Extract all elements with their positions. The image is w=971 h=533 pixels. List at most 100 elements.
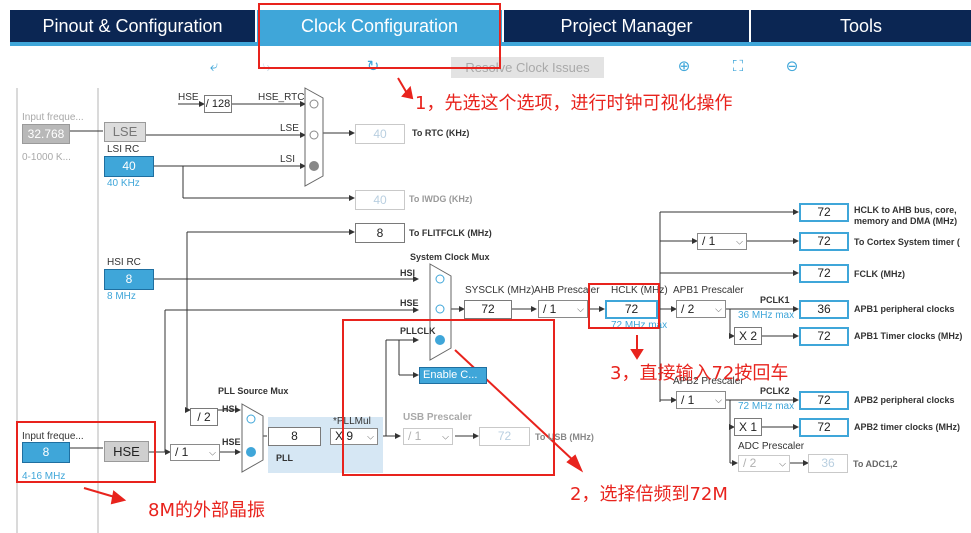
ahb-prescaler-value: / 1 — [543, 302, 557, 316]
apb2-prescaler-label: APB2 Prescaler — [673, 376, 744, 387]
rtc-mux-lsi-label: LSI — [280, 154, 296, 165]
iwdg-clock-value: 40 — [355, 190, 405, 210]
annotation-box-hse — [16, 421, 156, 483]
lse-input-value[interactable]: 32.768 — [22, 124, 70, 144]
hsi-rc-unit: 8 MHz — [107, 291, 136, 302]
pll-source-mux-title: PLL Source Mux — [218, 386, 289, 396]
tab-project-manager[interactable]: Project Manager — [560, 16, 693, 36]
rtc-clock-value: 40 — [355, 124, 405, 144]
hse-rtc-source-label: HSE — [178, 92, 199, 103]
chevron-down-icon: ⌵ — [209, 447, 216, 457]
apb1-peripheral-output-value: 36 — [799, 300, 849, 319]
tab-separator — [255, 10, 257, 42]
hse-prediv-select[interactable]: / 1 ⌵ — [170, 444, 220, 461]
apb1-prescaler-value: / 2 — [681, 302, 695, 316]
lsi-rc-value: 40 — [104, 156, 154, 177]
usb-prescaler-label: USB Prescaler — [403, 412, 472, 423]
undo-icon[interactable]: ⤶ — [209, 58, 219, 75]
pll-mul-label: *PLLMul — [333, 416, 371, 427]
tab-underline — [10, 42, 971, 46]
hclk-ahb-output-label-line2: memory and DMA (MHz) — [854, 216, 958, 226]
pll-mux-hse-label: HSE — [222, 437, 241, 447]
apb2-timer-output-value: 72 — [799, 418, 849, 437]
usb-clock-value: 72 — [479, 427, 530, 446]
chevron-down-icon: ⌵ — [367, 431, 374, 441]
tab-bar: Pinout & Configuration Clock Configurati… — [10, 10, 971, 42]
sysclk-label: SYSCLK (MHz) — [465, 285, 535, 296]
apb2-prescaler-select[interactable]: / 1 ⌵ — [676, 391, 726, 409]
fclk-output-label: FCLK (MHz) — [854, 269, 905, 279]
sysclk-value: 72 — [464, 300, 512, 319]
annotation-step-1: 1，先选这个选项，进行时钟可视化操作 — [415, 93, 733, 114]
annotation-step-2: 2，选择倍频到72M — [570, 484, 728, 505]
cortex-timer-divider-select[interactable]: / 1⌵ — [697, 233, 747, 250]
rtc-mux-lse-label: LSE — [280, 123, 299, 134]
hclk-ahb-output-value: 72 — [799, 203, 849, 222]
pll-mul-value: X 9 — [335, 429, 354, 443]
hsi-rc-label: HSI RC — [107, 257, 141, 268]
apb1-prescaler-label: APB1 Prescaler — [673, 285, 744, 296]
apb2-peripheral-output-label: APB2 peripheral clocks — [854, 395, 955, 405]
iwdg-clock-label: To IWDG (KHz) — [409, 194, 473, 204]
annotation-box-clock-tab — [258, 3, 501, 69]
hse-block[interactable]: HSE — [104, 441, 149, 462]
hse-prediv-value: / 1 — [175, 445, 189, 459]
annotation-hse-crystal: 8M的外部晶振 — [148, 500, 265, 521]
tab-pinout-configuration[interactable]: Pinout & Configuration — [42, 16, 223, 36]
fit-icon[interactable]: ⛶ — [732, 58, 744, 75]
hse-rtc-divider[interactable]: / 128 — [204, 95, 232, 113]
cortex-timer-divider-value: / 1 — [702, 234, 716, 248]
fclk-output-value: 72 — [799, 264, 849, 283]
hse-input-label: Input freque... — [22, 431, 84, 442]
adc-clock-value: 36 — [808, 454, 848, 473]
apb1-timer-multiplier: X 2 — [734, 327, 762, 345]
chevron-down-icon: ⌵ — [715, 395, 722, 405]
apb2-timer-multiplier: X 1 — [734, 418, 762, 436]
ahb-prescaler-label: AHB Prescaler — [534, 285, 600, 296]
pll-label: PLL — [276, 453, 293, 463]
usb-prescaler-value: / 1 — [408, 429, 422, 443]
pll-mul-select[interactable]: X 9 ⌵ — [330, 428, 378, 445]
annotation-box-hclk — [588, 283, 660, 329]
redo-icon[interactable]: ⤷ — [262, 58, 272, 75]
adc-prescaler-select[interactable]: / 2⌵ — [738, 455, 790, 472]
pll-mux-hsi-label: HSI — [222, 404, 238, 414]
flitf-clock-label: To FLITFCLK (MHz) — [409, 228, 492, 238]
usb-prescaler-select[interactable]: / 1 ⌵ — [403, 428, 453, 445]
zoom-out-icon[interactable]: ⊖ — [785, 58, 799, 75]
tab-separator — [749, 10, 751, 42]
chevron-down-icon: ⌵ — [779, 458, 786, 468]
tab-clock-configuration[interactable]: Clock Configuration — [257, 10, 502, 42]
apb2-peripheral-output-value: 72 — [799, 391, 849, 410]
sys-mux-pllclk-label: PLLCLK — [400, 326, 436, 336]
enable-css-button[interactable]: Enable C... — [419, 367, 487, 384]
hse-input-value[interactable]: 8 — [22, 442, 70, 463]
chevron-down-icon: ⌵ — [577, 304, 584, 314]
lse-input-label: Input freque... — [22, 112, 84, 123]
apb1-timer-output-label: APB1 Timer clocks (MHz) — [854, 331, 963, 341]
apb1-prescaler-select[interactable]: / 2⌵ — [676, 300, 726, 318]
hclk-input[interactable]: 72 — [605, 300, 658, 319]
refresh-icon[interactable]: ↻ — [366, 58, 380, 75]
hsi-rc-value: 8 — [104, 269, 154, 290]
apb1-peripheral-output-label: APB1 peripheral clocks — [854, 304, 955, 314]
lse-input-range: 0-1000 K... — [22, 152, 71, 163]
tab-tools[interactable]: Tools — [839, 16, 883, 36]
lsi-rc-unit: 40 KHz — [107, 178, 140, 189]
lse-block[interactable]: LSE — [104, 122, 146, 142]
rtc-clock-label: To RTC (KHz) — [412, 128, 470, 138]
zoom-in-icon[interactable]: ⊕ — [677, 58, 691, 75]
sys-mux-hsi-label: HSI — [400, 268, 416, 278]
ahb-prescaler-select[interactable]: / 1 ⌵ — [538, 300, 588, 318]
chevron-down-icon: ⌵ — [442, 431, 449, 441]
apb2-prescaler-value: / 1 — [681, 393, 695, 407]
cortex-timer-output-label: To Cortex System timer ( — [854, 237, 960, 247]
apb2-timer-output-label: APB2 timer clocks (MHz) — [854, 422, 961, 432]
tab-separator — [502, 10, 504, 42]
resolve-clock-issues-button[interactable]: Resolve Clock Issues — [451, 57, 604, 78]
flitf-clock-value: 8 — [355, 223, 405, 243]
annotation-step-3: 3，直接输入72按回车 — [610, 363, 789, 384]
hse-input-range: 4-16 MHz — [22, 471, 66, 482]
pclk1-label: PCLK1 — [760, 295, 790, 305]
